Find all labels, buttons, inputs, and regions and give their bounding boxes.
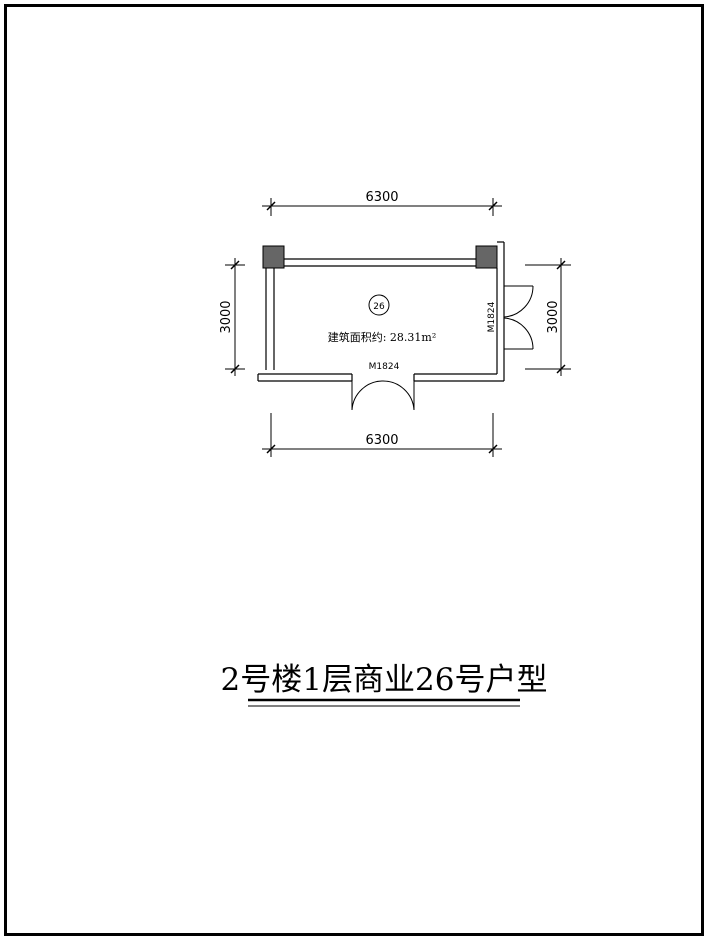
dimension-right: [525, 258, 571, 376]
dimension-left: [225, 258, 245, 376]
column-top-left: [262, 245, 285, 269]
door-right: [503, 285, 534, 350]
unit-number: 26: [373, 302, 385, 312]
dimension-top-label: 6300: [365, 190, 398, 205]
drawing-border: [4, 4, 704, 936]
dimension-bottom: [262, 413, 502, 457]
area-label: 建筑面积约: 28.31m²: [328, 330, 437, 344]
dimension-top: [262, 198, 502, 216]
unit-number-circle: [368, 294, 390, 316]
title-underline: [248, 698, 520, 707]
walls: [257, 241, 505, 382]
dimension-right-label: 3000: [546, 300, 561, 333]
door-bottom-label: M1824: [369, 362, 400, 372]
dimension-left-label: 3000: [219, 300, 234, 333]
door-right-label: M1824: [487, 301, 497, 332]
door-bottom: [351, 380, 415, 411]
dimension-bottom-label: 6300: [365, 433, 398, 448]
column-top-right: [475, 245, 498, 269]
drawing-title: 2号楼1层商业26号户型: [221, 662, 548, 698]
